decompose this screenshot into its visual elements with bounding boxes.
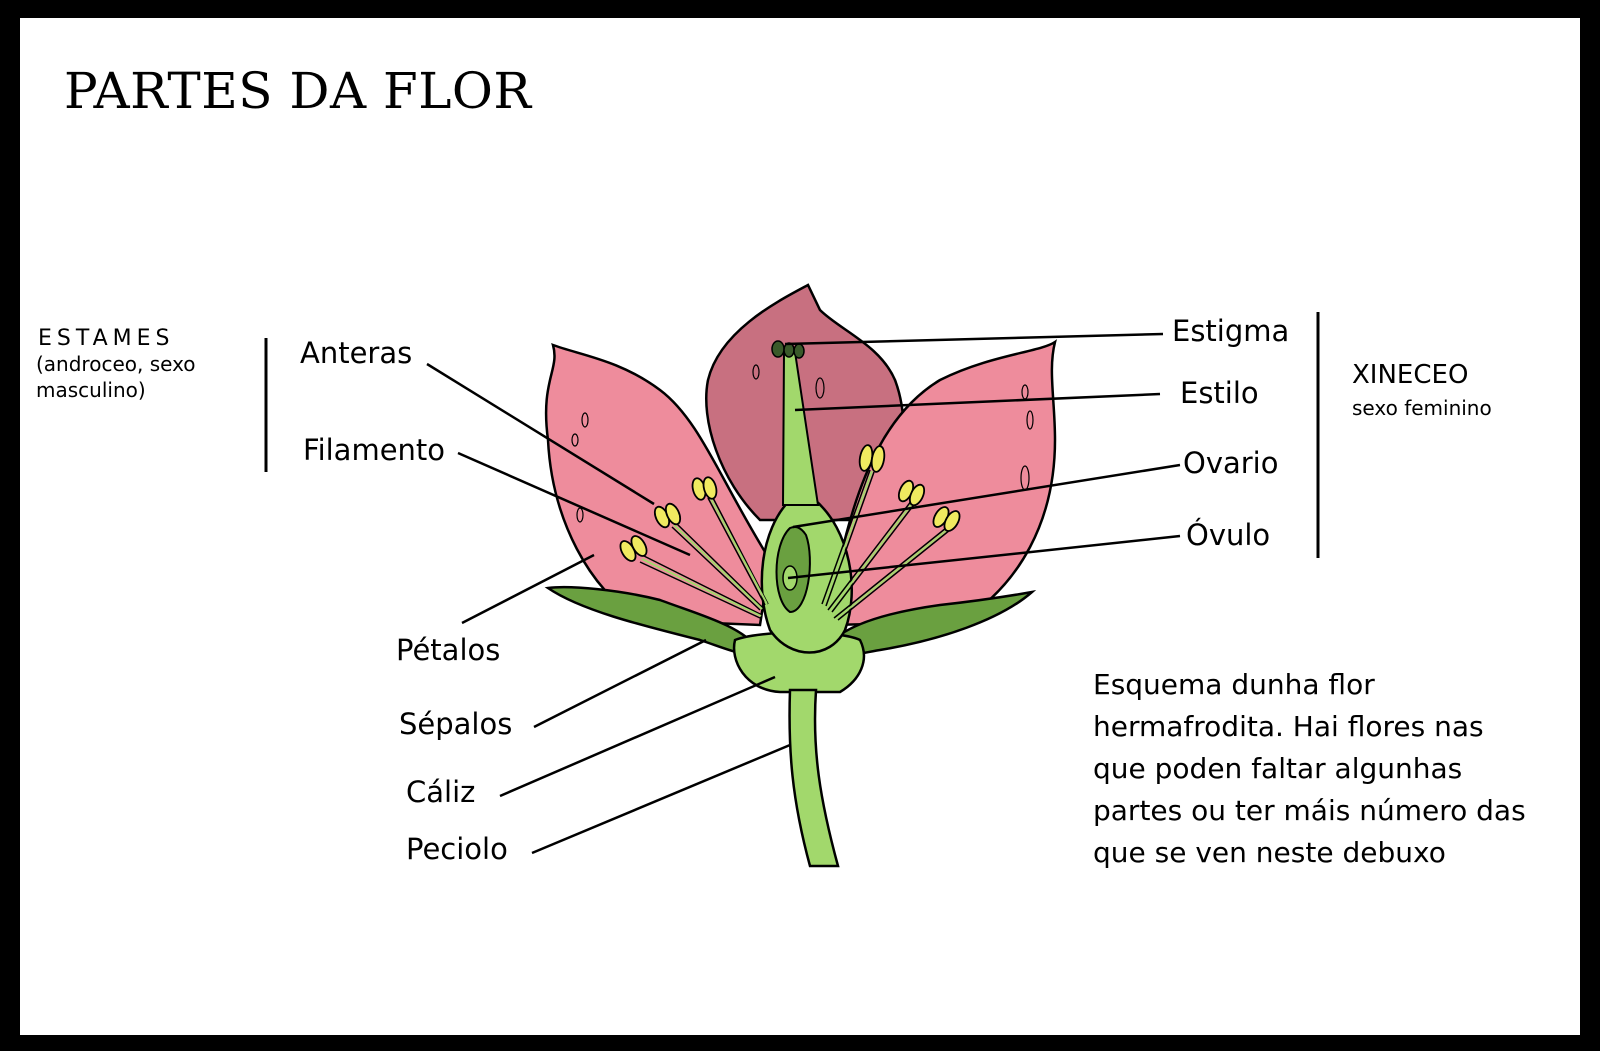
leader-caliz <box>499 675 776 798</box>
leader-peciolo <box>531 743 791 855</box>
pistil-group-subtitle: sexo feminino <box>1352 396 1492 420</box>
leader-estilo <box>794 392 1161 412</box>
diagram-note: Esquema dunha flor hermafrodita. Hai flo… <box>1093 668 1526 869</box>
stamens-group-subtitle: (androceo, sexo masculino) <box>36 352 196 402</box>
filaments-fill <box>641 470 949 620</box>
leader-sepalos <box>533 638 707 729</box>
stem-shape <box>788 688 840 868</box>
leader-ovario <box>792 463 1181 529</box>
label-sepalos: Sépalos <box>399 707 513 741</box>
leader-estigma <box>784 332 1164 346</box>
left-petal <box>544 342 772 627</box>
leader-filamento <box>457 451 691 557</box>
stigma-shape <box>771 340 805 359</box>
filaments <box>639 469 951 621</box>
label-ovario: Ovario <box>1183 446 1279 480</box>
label-filamento: Filamento <box>303 433 446 467</box>
label-anteras: Anteras <box>300 336 413 370</box>
label-caliz: Cáliz <box>406 775 476 809</box>
leader-anteras <box>426 362 655 506</box>
back-petal <box>705 283 905 522</box>
label-estigma: Estigma <box>1172 314 1290 348</box>
label-peciolo: Peciolo <box>406 832 508 866</box>
label-petalos: Pétalos <box>396 633 501 667</box>
diagram-title: PARTES DA FLOR <box>64 62 532 120</box>
leader-ovulo <box>787 534 1181 580</box>
stamens-group-title: ESTAMES <box>38 326 175 351</box>
leader-lines <box>426 332 1181 855</box>
anthers <box>619 444 961 562</box>
label-ovulo: Óvulo <box>1186 518 1271 552</box>
pistil-group-title: XINECEO <box>1352 360 1469 390</box>
label-estilo: Estilo <box>1180 376 1259 410</box>
leader-petalos <box>461 553 595 625</box>
